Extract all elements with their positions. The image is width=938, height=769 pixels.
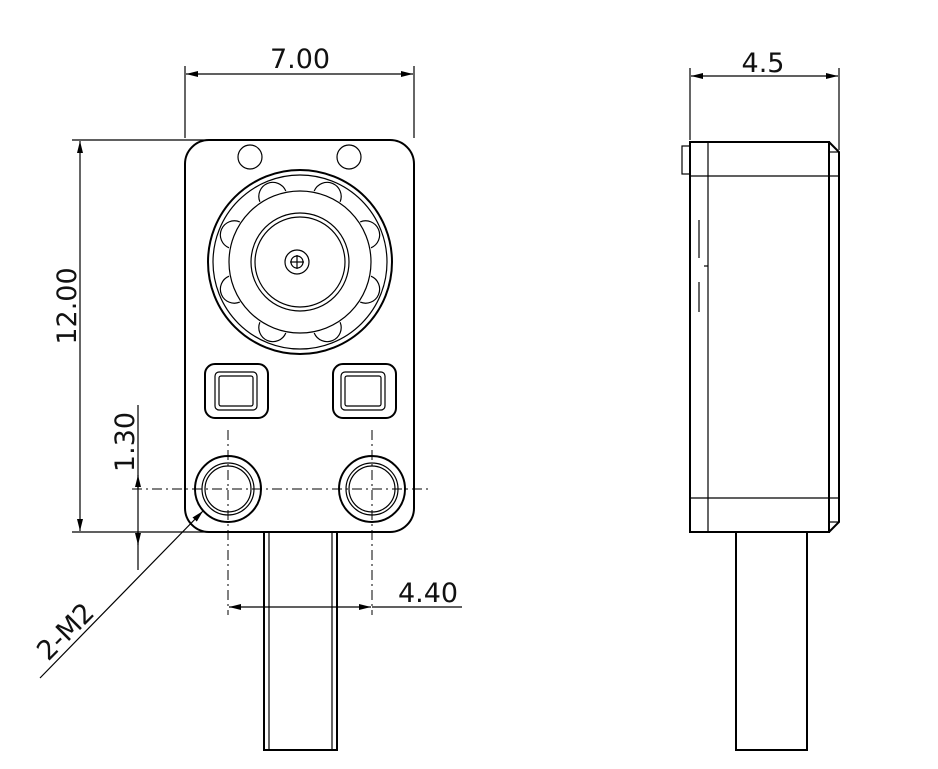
dial-notch bbox=[219, 275, 241, 304]
side-body-outline bbox=[689, 141, 830, 533]
dial-notch bbox=[359, 275, 381, 304]
rotary-dial bbox=[207, 169, 393, 355]
front-width-label: 7.00 bbox=[270, 44, 330, 75]
dial-notch bbox=[313, 181, 342, 203]
dial-center-pin bbox=[284, 249, 310, 275]
top-hole-left bbox=[237, 144, 263, 170]
dial-notch bbox=[219, 220, 241, 249]
thread-callout: 2-M2 bbox=[31, 510, 204, 679]
dim-hole-offset: 1.30 bbox=[110, 405, 141, 570]
hole-offset-label: 1.30 bbox=[110, 412, 141, 472]
side-view bbox=[681, 141, 840, 751]
side-depth-label: 4.5 bbox=[742, 48, 785, 79]
top-hole-right bbox=[336, 144, 362, 170]
dial-notch bbox=[258, 181, 287, 203]
dial-notch bbox=[313, 321, 342, 343]
hole-spacing-label: 4.40 bbox=[398, 578, 458, 609]
dim-front-width: 7.00 bbox=[184, 44, 415, 138]
dim-front-height: 12.00 bbox=[52, 139, 250, 533]
dim-side-depth: 4.5 bbox=[689, 48, 840, 150]
front-view bbox=[132, 139, 430, 751]
front-cable bbox=[263, 531, 338, 751]
dial-notch bbox=[258, 321, 287, 343]
led-window-right bbox=[332, 363, 397, 419]
dial-notch bbox=[359, 220, 381, 249]
front-height-label: 12.00 bbox=[52, 267, 83, 344]
side-cable bbox=[735, 531, 808, 751]
led-window-left bbox=[204, 363, 269, 419]
dim-hole-spacing: 4.40 bbox=[229, 578, 462, 610]
thread-callout-label: 2-M2 bbox=[31, 597, 101, 667]
front-body-outline bbox=[184, 139, 415, 533]
